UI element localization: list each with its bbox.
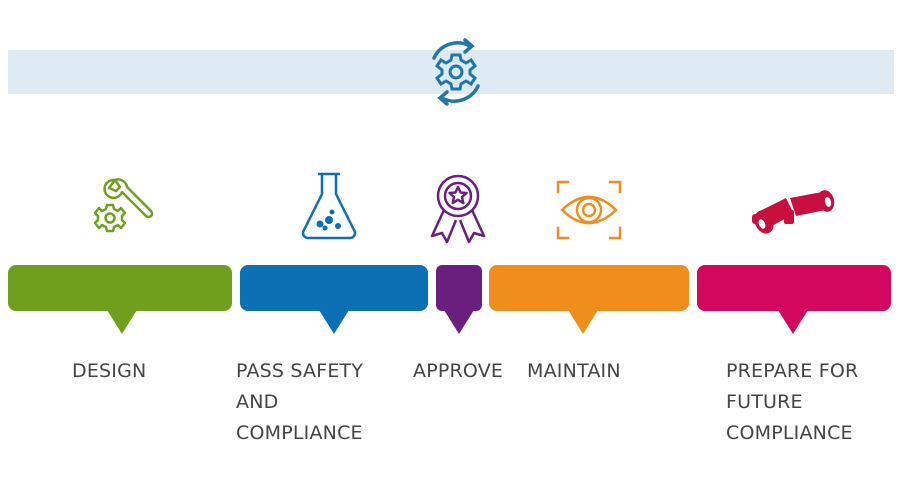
wrench-gear-icon — [93, 178, 154, 233]
label-line: MAINTAIN — [527, 360, 621, 382]
step-bar-pass-safety — [240, 265, 428, 311]
step-pointer-approve — [444, 310, 474, 334]
step-label-design: DESIGN — [72, 356, 146, 387]
step-bar-prepare — [697, 265, 891, 311]
step-pointer-prepare — [778, 310, 808, 334]
label-line: PREPARE FOR — [726, 360, 859, 382]
label-line: APPROVE — [413, 360, 504, 382]
label-line: FUTURE — [726, 391, 803, 413]
binoculars-icon — [752, 190, 835, 234]
label-line: PASS SAFETY — [236, 360, 364, 382]
label-line: DESIGN — [72, 360, 147, 382]
label-line: AND — [236, 391, 279, 413]
step-label-maintain: MAINTAIN — [527, 356, 621, 387]
label-line: COMPLIANCE — [236, 422, 363, 444]
label-line: COMPLIANCE — [726, 422, 853, 444]
step-label-approve: APPROVE — [413, 356, 503, 387]
step-label-prepare: PREPARE FOR FUTURE COMPLIANCE — [726, 356, 858, 449]
flask-icon — [301, 172, 357, 240]
step-bar-design — [8, 265, 232, 311]
eye-icon — [556, 180, 622, 240]
step-pointer-maintain — [568, 310, 598, 334]
step-pointer-design — [107, 310, 137, 334]
step-pointer-pass-safety — [319, 310, 349, 334]
step-label-pass-safety: PASS SAFETY AND COMPLIANCE — [236, 356, 363, 449]
step-bar-maintain — [489, 265, 689, 311]
step-bar-approve — [436, 265, 482, 311]
gear-cycle-icon — [432, 38, 480, 106]
award-ribbon-icon — [430, 174, 486, 244]
